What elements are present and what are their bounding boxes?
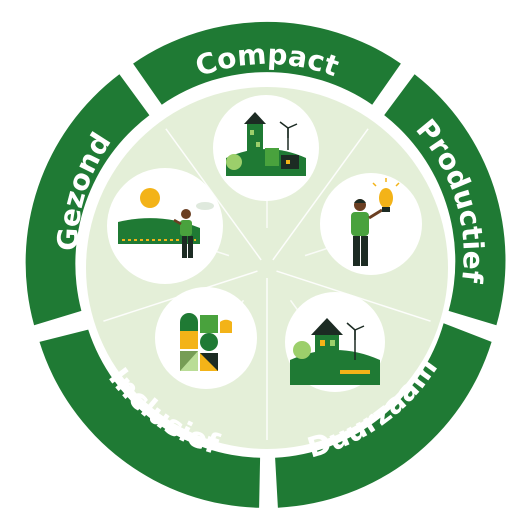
spoke-line [272,128,369,261]
segment-compact [133,21,401,105]
segment-productief [384,74,506,326]
segment-inclusief [39,329,261,508]
segment-duurzaam [275,323,492,508]
geometric-shapes-icon [155,287,257,389]
segment-gezond [25,74,150,326]
village-windmill-icon [213,95,319,201]
person-landscape-icon [107,168,223,284]
house-solar-windmill-icon [285,292,385,392]
person-lightbulb-icon [320,173,422,275]
